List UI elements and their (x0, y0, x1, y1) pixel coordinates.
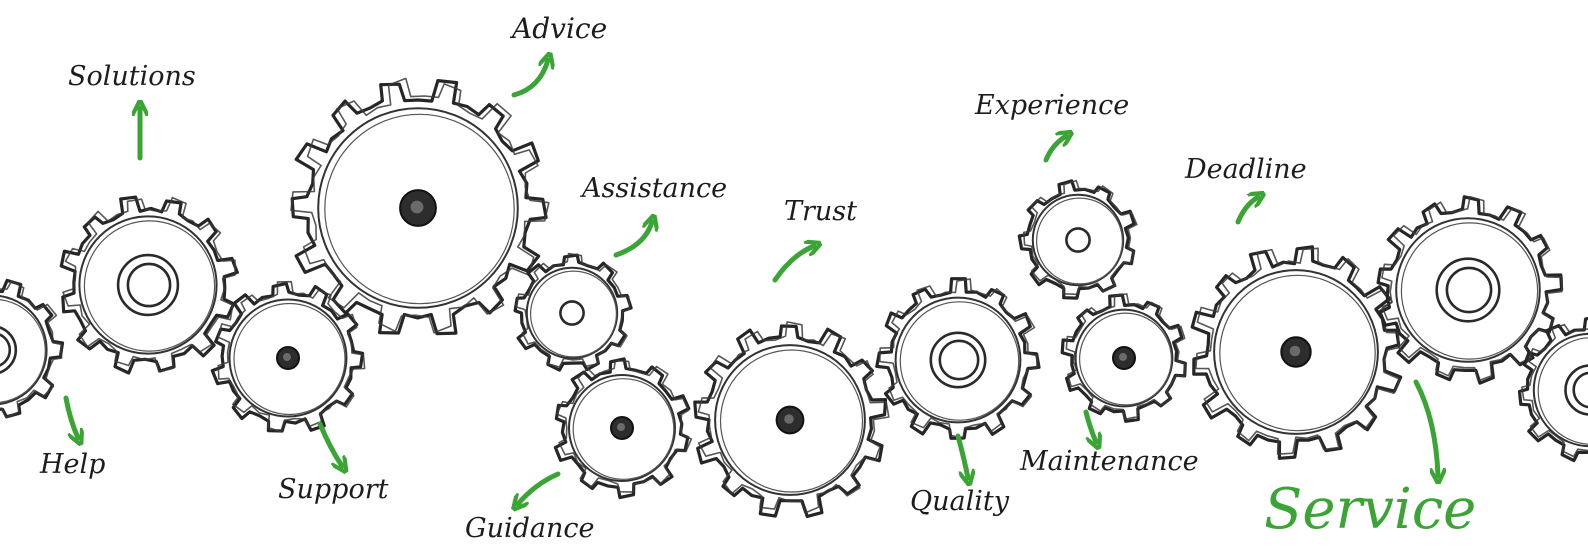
gear-teeth-sketch (290, 77, 550, 334)
label-advice: Advice (509, 12, 607, 45)
gear-2 (59, 195, 239, 375)
arrow-layer (63, 60, 1438, 504)
gear-hub-inner-ring (1572, 371, 1588, 409)
gear-teeth-sketch (1065, 293, 1187, 420)
gear-5 (513, 252, 633, 372)
arrow-experience-icon (1043, 136, 1066, 163)
gear-10 (1060, 293, 1187, 423)
gear-4 (290, 77, 550, 336)
gear-rim-sketch (1537, 337, 1588, 445)
gear-hub-center (1119, 353, 1127, 361)
gear-teeth-sketch (62, 196, 236, 373)
gear-hub-ring (1435, 257, 1501, 323)
gear-hub-inner-ring (1445, 266, 1493, 314)
gear-rim (1395, 217, 1541, 363)
arrow-support-icon (317, 421, 342, 466)
gear-rim-sketch (572, 378, 675, 480)
label-service: Service (1264, 477, 1476, 542)
gear-rim (1031, 193, 1125, 287)
gear-12 (1376, 195, 1564, 385)
gear-1 (0, 278, 65, 419)
gear-layer (0, 77, 1588, 518)
arrow-guidance-icon (518, 471, 561, 504)
arrow-advice-icon (511, 60, 548, 98)
gear-rim-sketch (529, 270, 617, 358)
gear-hub-ring (116, 253, 180, 317)
gear-hub-ring (929, 331, 987, 389)
gear-rim (894, 296, 1022, 424)
gear-rim (78, 215, 218, 355)
arrow-quality-icon (955, 433, 968, 478)
label-guidance: Guidance (465, 513, 594, 544)
gear-rim-sketch (1400, 222, 1539, 360)
gear-7 (693, 321, 890, 518)
gear-rim-sketch (324, 113, 515, 305)
label-help: Help (39, 449, 105, 480)
gear-hub-ring (1564, 364, 1588, 416)
gear-rim-sketch (1219, 274, 1376, 432)
gear-hub-inner-ring (938, 339, 980, 381)
gear-rim-sketch (83, 220, 216, 352)
arrow-help-icon (63, 395, 78, 438)
label-trust: Trust (784, 196, 857, 227)
gear-rim-sketch (1035, 197, 1123, 285)
label-experience: Experience (974, 90, 1129, 121)
label-maintenance: Maintenance (1019, 446, 1199, 477)
gear-rim (0, 294, 48, 406)
gear-rim (525, 266, 619, 360)
gear-teeth (1517, 316, 1588, 463)
gear-teeth-sketch (697, 321, 890, 514)
gear-rim-sketch (719, 349, 864, 493)
arrow-trust-icon (772, 246, 814, 283)
gear-teeth (290, 79, 548, 336)
gear-teeth-sketch (1521, 323, 1588, 458)
gear-teeth-sketch (1023, 179, 1138, 296)
gear-hub-center (410, 200, 424, 214)
label-quality: Quality (910, 486, 1010, 517)
gear-11 (1190, 245, 1403, 460)
gear-rim-sketch (1078, 312, 1172, 406)
gear-teeth-sketch (514, 252, 631, 368)
arrow-deadline-icon (1235, 197, 1258, 225)
gear-hub-center (617, 423, 625, 431)
gear-hub-inner-ring (0, 333, 12, 367)
gear-hub-ring (559, 300, 585, 326)
gear-teeth-sketch (1381, 196, 1563, 382)
arrow-maintenance-icon (1083, 409, 1096, 442)
gear-teeth-sketch (0, 280, 63, 419)
gear-hub-center (784, 414, 794, 424)
gear-3 (210, 280, 366, 433)
gear-6 (553, 357, 693, 500)
arrow-service-icon (1413, 379, 1438, 476)
gear-hub-inner-ring (126, 262, 172, 308)
label-support: Support (278, 474, 389, 505)
label-assistance: Assistance (579, 173, 727, 204)
gear-9 (1017, 179, 1138, 300)
gear-teeth-sketch (217, 280, 366, 433)
gear-hub-ring (0, 326, 18, 374)
gear-teeth-sketch (556, 359, 693, 493)
label-deadline: Deadline (1184, 154, 1307, 185)
gear-hub-center (1289, 345, 1301, 357)
gear-8 (875, 277, 1041, 440)
gear-rim-sketch (899, 301, 1020, 421)
gear-teeth-sketch (879, 278, 1038, 439)
gear-hub-center (283, 353, 291, 361)
gear-hub-ring (1065, 227, 1091, 253)
gear-rim-sketch (233, 302, 346, 416)
gear-rim-sketch (0, 299, 46, 403)
label-solutions: Solutions (68, 61, 196, 92)
gear-13 (1517, 316, 1588, 463)
arrow-assistance-icon (613, 222, 652, 258)
gear-teeth (59, 195, 239, 375)
